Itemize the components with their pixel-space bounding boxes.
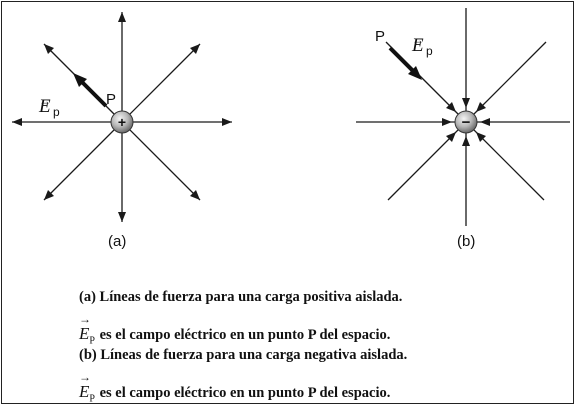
caption-line-b: (b) Líneas de fuerza para una carga nega… [79,347,408,363]
field-lines-outward [12,12,232,222]
field-vector-b [388,46,422,80]
panel-a-label: (a) [108,233,127,250]
panel-b-diagram: P → E p − [356,8,570,226]
positive-charge [110,110,134,134]
svg-text:E: E [411,35,424,56]
panel-b-label: (b) [457,233,476,250]
svg-text:p: p [53,105,60,119]
svg-text:E: E [38,96,51,117]
caption-field-a: EP es el campo eléctrico en un punto P d… [79,312,391,347]
arrowheads-inward [442,98,490,146]
arrowheads-outward [12,12,232,222]
negative-charge [454,110,478,134]
field-symbol-b: → E p [411,33,433,58]
point-label-b: P [375,28,385,45]
field-vector-a [73,73,108,108]
field-vector-symbol: EP [79,312,95,347]
panel-a-diagram: P → E p + [12,12,232,222]
svg-text:p: p [426,44,433,58]
caption-line-a: (a) Líneas de fuerza para una carga posi… [79,289,403,305]
svg-text:→: → [39,94,51,108]
field-vector-symbol: EP [79,370,95,405]
caption-field-a-text: es el campo eléctrico en un punto P del … [99,327,391,343]
negative-sign: − [462,114,471,131]
caption-field-b: EP es el campo eléctrico en un punto P d… [79,370,391,405]
svg-text:→: → [412,33,424,47]
positive-sign: + [118,114,126,130]
field-symbol-a: → E p [38,94,60,119]
point-label-a: P [106,91,116,108]
caption-field-b-text: es el campo eléctrico en un punto P del … [99,385,391,401]
field-lines-figure: P → E p + [12,8,570,226]
